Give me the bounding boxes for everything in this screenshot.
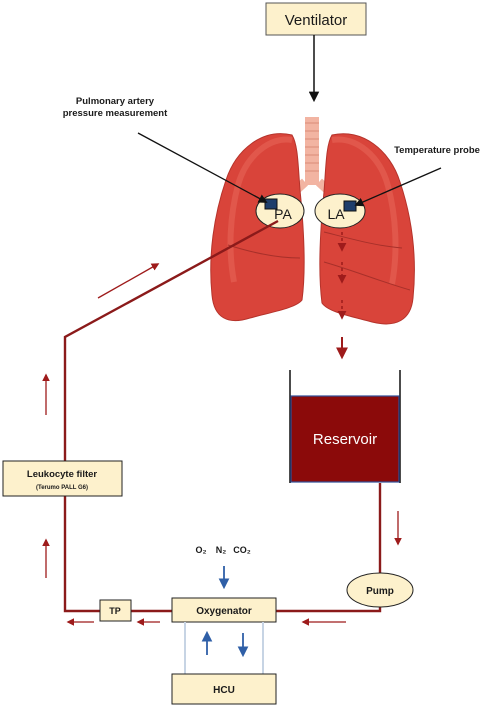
- lungs: [210, 117, 415, 325]
- hcu-label: HCU: [213, 685, 235, 696]
- pa-pressure-label-line2: pressure measurement: [63, 108, 168, 119]
- pa-pressure-pointer: [137, 132, 268, 203]
- gas-o2-label: O₂: [196, 545, 207, 555]
- hcu-connections: [184, 622, 264, 674]
- pa-label: PA: [274, 206, 292, 222]
- pump-label: Pump: [366, 586, 394, 597]
- pa-pressure-label-line1: Pulmonary artery: [76, 96, 155, 107]
- right-lung: [319, 133, 415, 325]
- circuit-filter-to-pa: [63, 219, 279, 461]
- ventilator-box: Ventilator: [265, 2, 367, 36]
- hcu: HCU: [171, 673, 277, 705]
- temperature-probe-box: TP: [99, 599, 132, 622]
- pa-cannula: PA: [255, 193, 305, 229]
- filter-label: Leukocyte filter: [27, 469, 98, 480]
- ventilator-label: Ventilator: [285, 12, 348, 29]
- gas-co2-label: CO₂: [233, 545, 251, 555]
- tp-label: TP: [109, 606, 121, 616]
- temperature-probe-pointer: [354, 167, 442, 207]
- perfusion-circuit: [63, 219, 382, 613]
- la-cannula: LA: [314, 193, 366, 229]
- oxygenator-label: Oxygenator: [196, 606, 252, 617]
- la-label: LA: [327, 206, 345, 222]
- gas-n2-label: N₂: [216, 545, 227, 555]
- circuit-pump-to-oxygenator: [276, 605, 382, 613]
- flow-arrows: [42, 263, 402, 626]
- circuit-tp-to-filter: [63, 496, 100, 613]
- left-lung: [210, 133, 305, 322]
- temperature-probe-label: Temperature probe: [394, 145, 480, 156]
- oxygenator: Oxygenator: [171, 597, 277, 623]
- gas-inputs: O₂ N₂ CO₂: [196, 545, 251, 590]
- leukocyte-filter: Leukocyte filter (Terumo PALL G6): [2, 460, 123, 497]
- reservoir-label: Reservoir: [313, 431, 377, 448]
- filter-sublabel: (Terumo PALL G6): [36, 485, 88, 491]
- pump: Pump: [346, 572, 414, 608]
- reservoir: Reservoir: [289, 370, 401, 483]
